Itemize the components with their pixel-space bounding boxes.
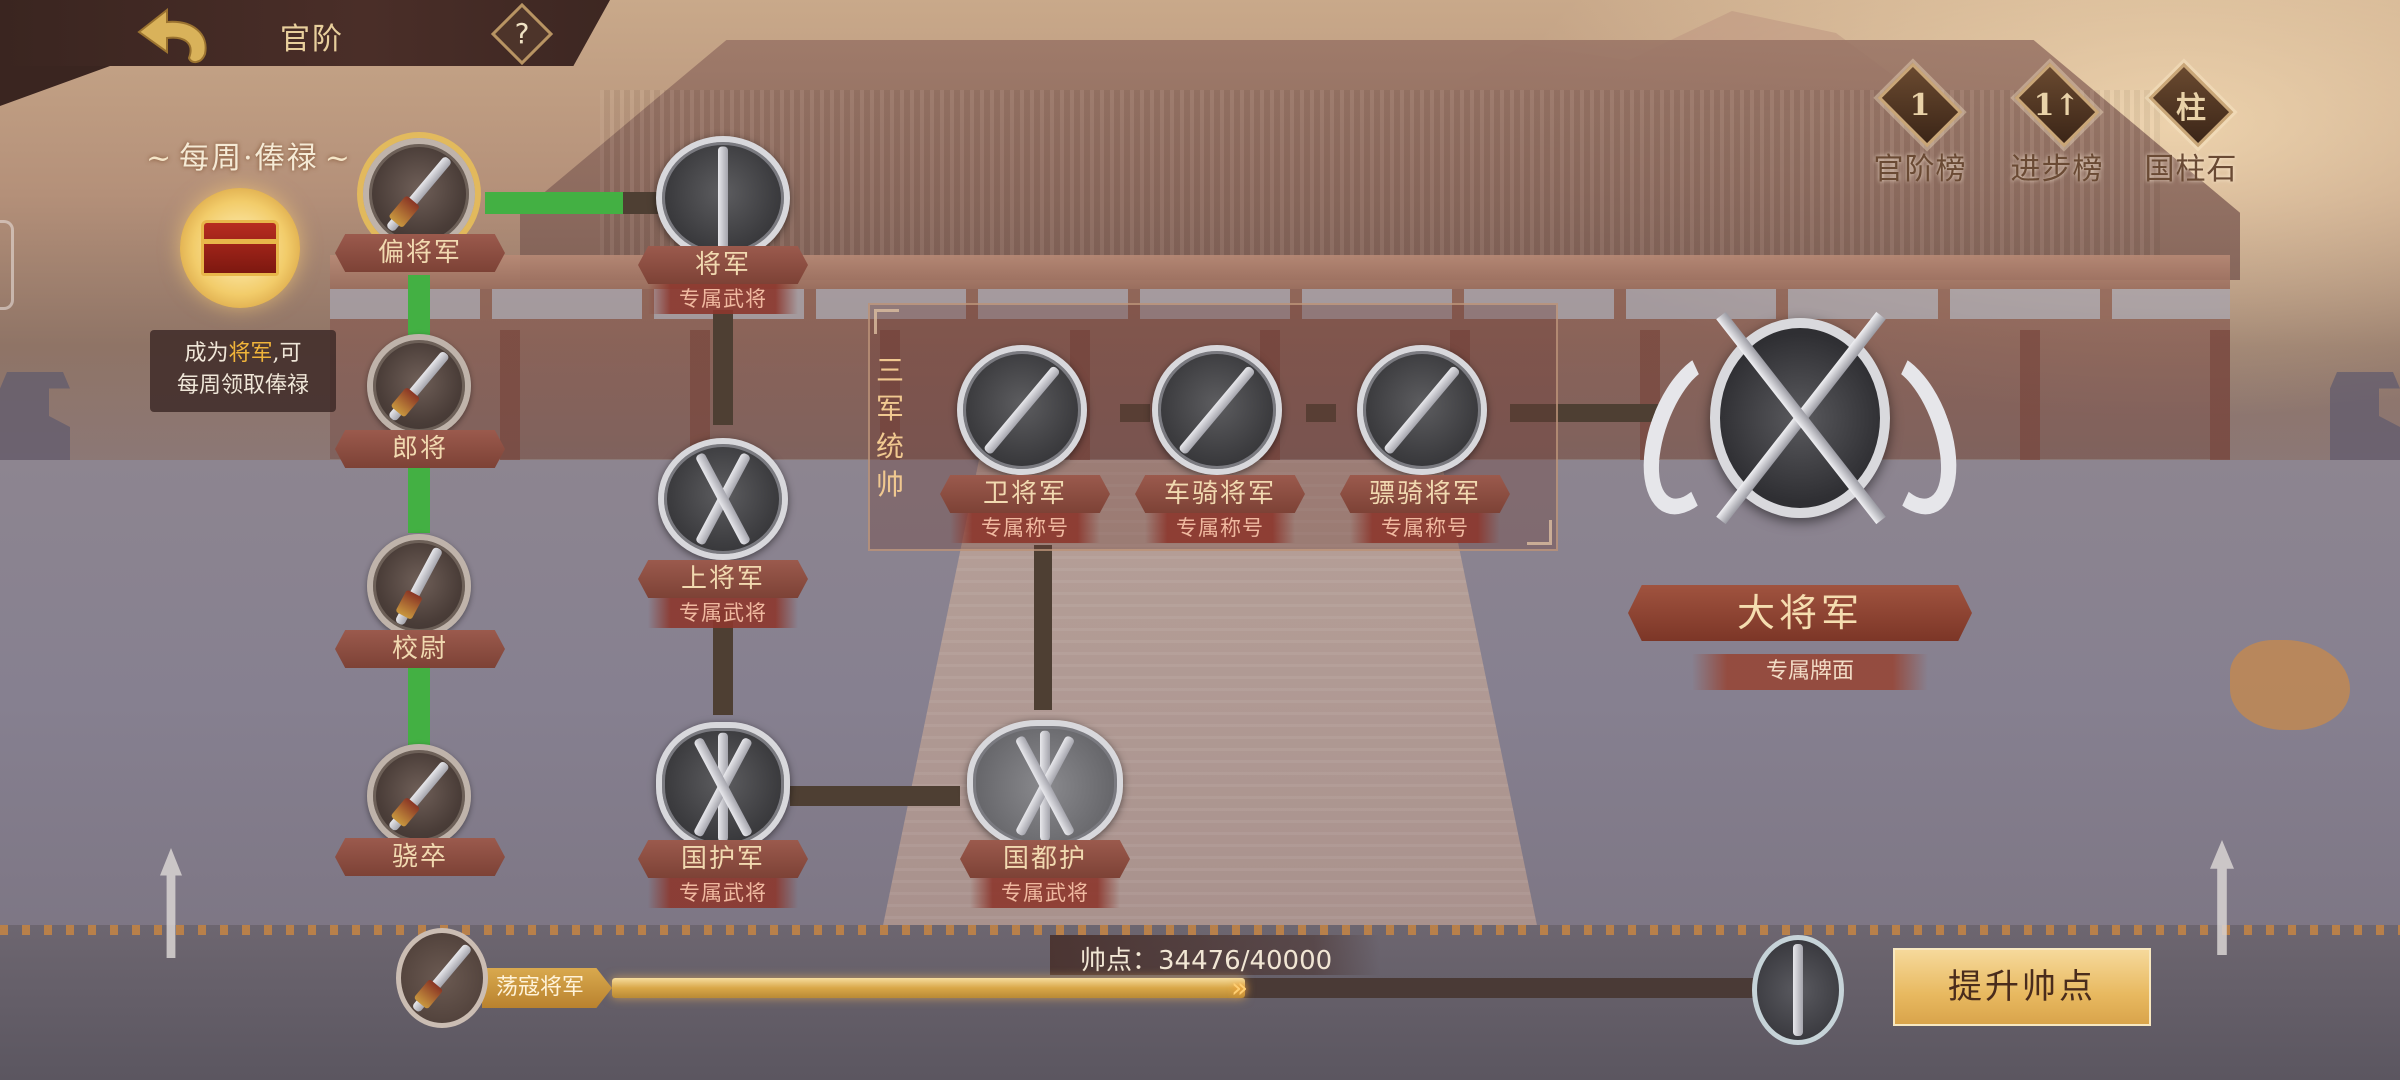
header-corner <box>0 66 110 106</box>
connector-locked <box>713 310 733 425</box>
fallen-leaves <box>0 925 2400 935</box>
connector-achieved <box>408 275 430 335</box>
back-arrow-icon <box>137 8 207 64</box>
pillar-stone-icon: 柱 <box>2148 62 2234 148</box>
crossed-swords-icon <box>658 438 788 560</box>
rank-board-label: 官阶榜 <box>1873 152 1967 187</box>
rank-node-dajiangjun[interactable] <box>1623 278 1977 558</box>
sword-shield-icon <box>656 136 790 260</box>
left-pagoda <box>0 372 70 460</box>
axe-medal-icon <box>957 345 1087 475</box>
rank-label: 国都护 <box>960 840 1130 878</box>
rank-label: 骁卒 <box>335 838 505 876</box>
connector-achieved <box>485 192 623 214</box>
side-drawer-tab[interactable] <box>0 220 14 310</box>
question-icon: ? <box>514 17 530 50</box>
hint-highlight: 将军 <box>228 341 273 366</box>
rank-node-xiaozu[interactable]: 骁卒 <box>335 740 505 880</box>
rank-node-guohujun[interactable]: 国护军 专属武将 <box>638 712 808 912</box>
rank-node-piaoqijiangjun[interactable]: 骠骑将军 专属称号 <box>1335 325 1515 545</box>
rank-node-weijiangjun[interactable]: 卫将军 专属称号 <box>935 325 1115 545</box>
rank-node-langjiang[interactable]: 郎将 <box>335 330 505 470</box>
back-button[interactable] <box>130 6 220 66</box>
connector-locked <box>790 786 960 806</box>
rank-node-shangjiangjun[interactable]: 上将军 专属武将 <box>638 418 808 628</box>
boost-points-button[interactable]: 提升帅点 <box>1893 948 2151 1026</box>
progress-tip-icon: » <box>1231 971 1249 1004</box>
rank-board-icon: 1 <box>1877 62 1963 148</box>
sanjun-title: 三军统帅 <box>875 354 904 501</box>
rank-label: 将军 <box>638 246 808 284</box>
progress-board-button[interactable]: 1↑ 进步榜 <box>2002 62 2112 188</box>
current-rank-medal[interactable] <box>396 928 488 1028</box>
reward-label: 专属称号 <box>1145 513 1295 543</box>
pillar-stone-button[interactable]: 柱 国柱石 <box>2136 62 2246 188</box>
points-backdrop <box>1050 935 1380 975</box>
palace-roof <box>520 40 2240 280</box>
current-rank-label: 荡寇将军 <box>482 968 612 1008</box>
commander-points: 帅点：34476/40000 <box>1080 946 1333 976</box>
axe-medal-icon <box>1357 345 1487 475</box>
rank-node-cheqijiangjun[interactable]: 车骑将军 专属称号 <box>1130 325 1310 545</box>
progress-board-icon: 1↑ <box>2014 62 2100 148</box>
rank-node-jiangjun[interactable]: 将军 专属武将 <box>638 112 808 314</box>
weekly-salary-chest[interactable] <box>180 188 300 308</box>
rank-node-xiaowei[interactable]: 校尉 <box>335 530 505 670</box>
rank-label: 校尉 <box>335 630 505 668</box>
weekly-salary-title: 每周·俸禄 <box>140 133 358 177</box>
axe-medal-icon <box>1152 345 1282 475</box>
connector-locked <box>713 610 733 715</box>
spear-medal-icon <box>363 138 475 250</box>
rank-label: 卫将军 <box>940 475 1110 513</box>
connector-locked <box>1510 404 1660 422</box>
rank-board-button[interactable]: 1 官阶榜 <box>1865 62 1975 188</box>
reward-label: 专属武将 <box>970 878 1120 908</box>
reward-label: 专属武将 <box>648 878 798 908</box>
pillar-stone-label: 国柱石 <box>2144 152 2238 187</box>
triple-sword-shield-icon <box>656 722 790 852</box>
reward-label: 专属称号 <box>950 513 1100 543</box>
connector-locked <box>623 192 663 214</box>
rank-label: 车骑将军 <box>1135 475 1305 513</box>
connector-achieved <box>408 465 430 533</box>
treasure-chest-icon <box>201 220 279 276</box>
rank-label: 国护军 <box>638 840 808 878</box>
rank-label: 上将军 <box>638 560 808 598</box>
sword-fan-icon <box>967 720 1123 852</box>
progress-board-label: 进步榜 <box>2010 152 2104 187</box>
connector-locked <box>1306 404 1336 422</box>
rank-node-pianjiangjun[interactable]: 偏将军 <box>335 130 505 275</box>
autumn-tree <box>2230 640 2350 730</box>
great-general-reward: 专属牌面 <box>1692 654 1928 690</box>
rank-label: 偏将军 <box>335 234 505 272</box>
next-rank-medal[interactable] <box>1752 935 1844 1045</box>
progress-fill <box>612 978 1245 998</box>
page-title: 官阶 <box>280 22 344 57</box>
great-general-label: 大将军 <box>1628 585 1972 641</box>
connector-achieved <box>408 668 430 746</box>
halberd-medal-icon <box>367 334 471 438</box>
reward-label: 专属武将 <box>648 284 798 314</box>
rank-node-guoduhu[interactable]: 国都护 专属武将 <box>955 712 1135 912</box>
connector-locked <box>1120 404 1150 422</box>
rank-label: 郎将 <box>335 430 505 468</box>
dagger-axe-medal-icon <box>367 744 471 848</box>
connector-locked <box>1034 545 1052 710</box>
reward-label: 专属称号 <box>1350 513 1500 543</box>
reward-label: 专属武将 <box>648 598 798 628</box>
rank-label: 骠骑将军 <box>1340 475 1510 513</box>
glaive-medal-icon <box>367 534 471 638</box>
weekly-salary-hint: 成为将军,可 每周领取俸禄 <box>150 330 336 412</box>
